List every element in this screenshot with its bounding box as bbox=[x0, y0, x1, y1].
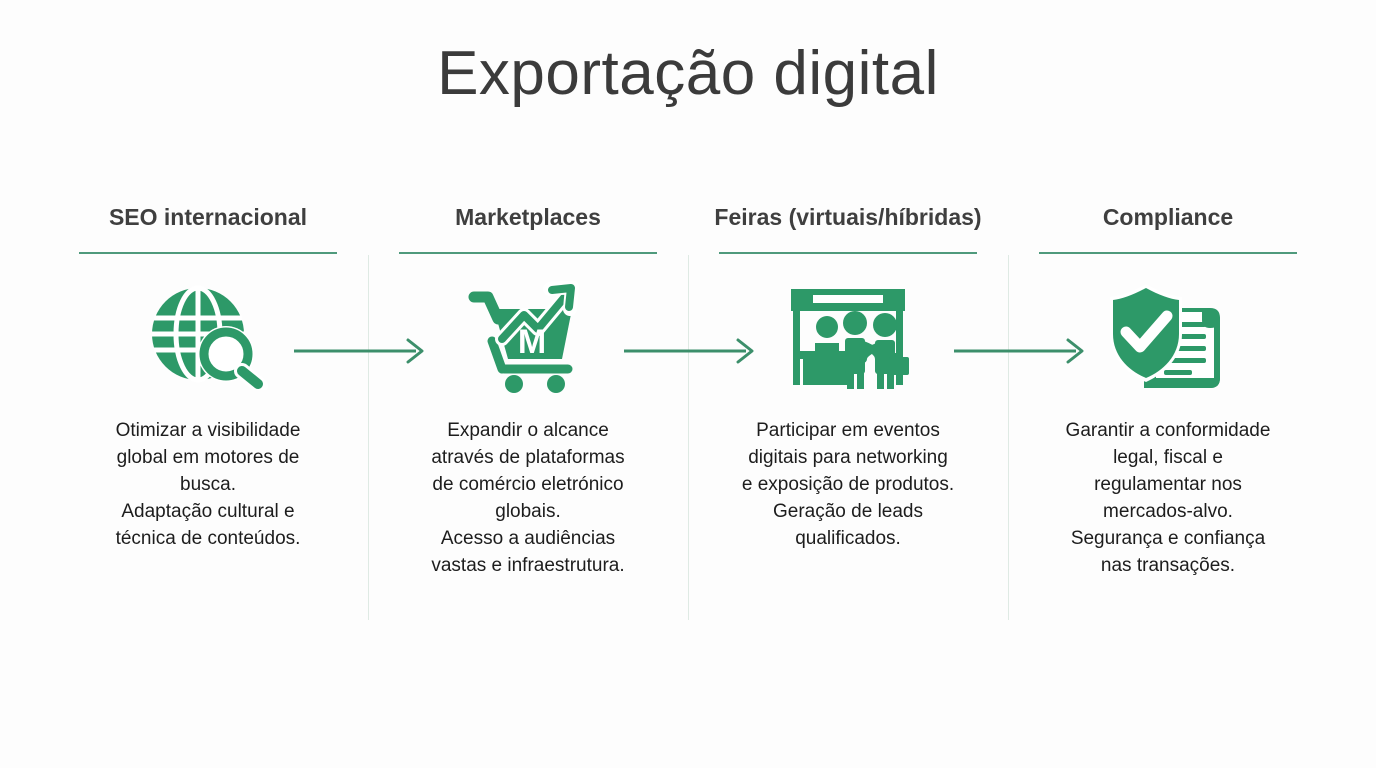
description-line: globais. bbox=[495, 500, 561, 522]
description-line: qualificados. bbox=[795, 527, 901, 549]
heading-underline bbox=[719, 252, 977, 254]
heading-underline bbox=[79, 252, 337, 254]
column-seo-internacional: SEO internacional bbox=[48, 200, 368, 553]
description-line: legal, fiscal e bbox=[1113, 446, 1223, 468]
description-line: regulamentar nos bbox=[1094, 473, 1242, 495]
description-line: global em motores de bbox=[116, 446, 300, 468]
column-feiras: Feiras (virtuais/híbridas) bbox=[688, 200, 1008, 620]
heading-underline bbox=[399, 252, 657, 254]
heading-underline bbox=[1039, 252, 1297, 254]
shield-check-document-icon bbox=[1106, 282, 1230, 392]
description-line: mercados-alvo. bbox=[1103, 500, 1233, 522]
column-heading: SEO internacional bbox=[108, 204, 308, 231]
description-line: Expandir o alcance bbox=[447, 420, 609, 441]
column-description: Expandir o alcance através de plataforma… bbox=[398, 418, 658, 580]
description-line: Segurança e confiança bbox=[1070, 527, 1266, 549]
column-heading: Marketplaces bbox=[455, 204, 601, 231]
shopping-cart-growth-icon: M bbox=[468, 281, 588, 393]
description-line: Participar em eventos bbox=[756, 420, 940, 441]
column-description: Participar em eventos digitais para netw… bbox=[718, 418, 978, 553]
column-compliance: Compliance bbox=[1008, 200, 1328, 620]
description-line: através de plataformas bbox=[431, 446, 625, 468]
description-line: Otimizar a visibilidade bbox=[115, 420, 301, 441]
description-line: Garantir a conformidade bbox=[1065, 420, 1271, 441]
description-line: e exposição de produtos. bbox=[741, 473, 955, 495]
description-line: nas transações. bbox=[1100, 554, 1236, 576]
column-description: Garantir a conformidade legal, fiscal e … bbox=[1038, 418, 1298, 580]
description-line: Adaptação cultural e bbox=[121, 500, 295, 522]
globe-search-icon bbox=[146, 282, 270, 392]
column-heading: Compliance bbox=[1102, 204, 1234, 231]
description-line: técnica de conteúdos. bbox=[115, 527, 301, 549]
description-line: digitais para networking bbox=[748, 446, 948, 468]
column-marketplaces: Marketplaces M bbox=[368, 200, 688, 620]
cart-letter: M bbox=[518, 323, 546, 361]
description-line: Geração de leads bbox=[773, 500, 923, 522]
description-line: Acesso a audiências bbox=[440, 527, 616, 549]
column-heading: Feiras (virtuais/híbridas) bbox=[714, 204, 982, 231]
trade-fair-booth-icon bbox=[785, 282, 911, 392]
description-line: busca. bbox=[180, 473, 236, 495]
description-line: vastas e infraestrutura. bbox=[431, 554, 625, 576]
page-title: Exportação digital bbox=[437, 39, 939, 108]
column-description: Otimizar a visibilidade global em motore… bbox=[78, 418, 338, 553]
process-columns: SEO internacional bbox=[48, 200, 1328, 630]
description-line: de comércio eletrónico bbox=[432, 473, 624, 495]
